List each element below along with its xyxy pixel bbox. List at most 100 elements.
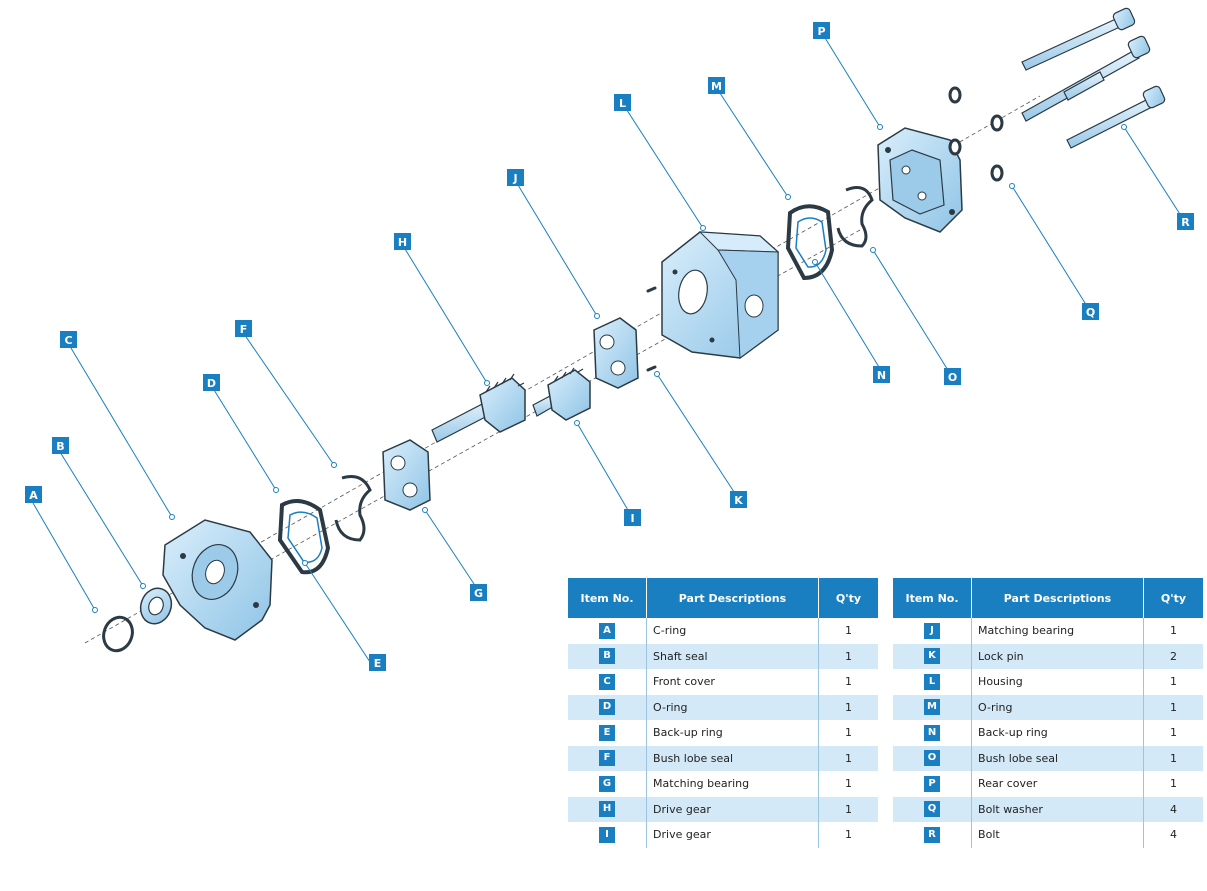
svg-text:E: E [374, 657, 382, 670]
svg-text:D: D [207, 377, 216, 390]
callout-b: B [52, 437, 69, 454]
part-qty: 1 [1143, 694, 1203, 720]
part-description: Back-up ring [646, 720, 819, 746]
item-badge: E [599, 724, 616, 741]
header-item-no: Item No. [893, 578, 973, 618]
item-badge: Q [924, 801, 941, 818]
part-qty: 1 [844, 828, 852, 842]
part-description: Matching bearing [971, 618, 1144, 644]
part-qty: 1 [844, 777, 852, 791]
callout-d: D [203, 374, 220, 391]
callout-h: H [394, 233, 411, 250]
callout-q: Q [1082, 303, 1099, 320]
header-part-descriptions: Part Descriptions [646, 578, 819, 618]
part-qty: 1 [1143, 745, 1203, 771]
part-back-up-ring-front [287, 511, 323, 563]
parts-table-left: Item No. Part Descriptions Q'ty A C-ring 1… [568, 578, 878, 848]
part-o-ring-rear [785, 204, 835, 281]
part-description: Drive gear [646, 796, 819, 822]
part-rear-cover [877, 127, 963, 233]
header-item-no: Item No. [568, 578, 648, 618]
part-description: Lock pin [971, 643, 1144, 669]
part-shaft-seal [139, 587, 173, 625]
svg-text:G: G [474, 587, 483, 600]
item-badge: N [924, 724, 941, 741]
part-description: O-ring [646, 694, 819, 720]
svg-text:I: I [630, 512, 634, 525]
callout-l: L [614, 94, 631, 111]
table-header-row: Item No. Part Descriptions Q'ty [893, 578, 1203, 618]
part-description: Bolt [971, 822, 1144, 848]
svg-text:O: O [948, 371, 957, 384]
part-description: Bush lobe seal [971, 745, 1144, 771]
item-badge: J [924, 622, 941, 639]
callout-c: C [60, 331, 77, 348]
table-row: L Housing 1 [893, 669, 1203, 695]
part-description: Bolt washer [971, 796, 1144, 822]
part-qty: 1 [818, 796, 878, 822]
part-description: Front cover [646, 669, 819, 695]
part-bolts [1021, 7, 1166, 149]
svg-text:J: J [512, 172, 517, 185]
item-badge: L [924, 673, 941, 690]
part-description: Back-up ring [971, 720, 1144, 746]
callout-r: R [1177, 213, 1194, 230]
item-badge: R [924, 826, 941, 843]
part-drive-gear-long [431, 373, 526, 443]
callout-n: N [873, 366, 890, 383]
callout-o: O [944, 368, 961, 385]
table-row: R Bolt 4 [893, 822, 1203, 848]
part-o-ring-front [277, 499, 331, 575]
part-qty: 2 [1143, 643, 1203, 669]
part-qty: 4 [1143, 796, 1203, 822]
header-qty: Q'ty [818, 578, 878, 618]
callout-k: K [730, 491, 747, 508]
parts-table-right: Item No. Part Descriptions Q'ty J Matchin… [893, 578, 1203, 848]
part-matching-bearing-rear [593, 317, 639, 389]
item-badge: K [924, 648, 941, 665]
part-qty: 1 [818, 745, 878, 771]
table-header-row: Item No. Part Descriptions Q'ty [568, 578, 878, 618]
part-front-cover [162, 519, 273, 641]
callout-e: E [369, 654, 386, 671]
callout-p: P [813, 22, 830, 39]
callout-m: M [708, 77, 725, 94]
part-qty: 1 [818, 694, 878, 720]
part-description: Housing [971, 669, 1144, 695]
svg-text:M: M [711, 80, 722, 93]
callout-j: J [507, 169, 524, 186]
part-lock-pins [646, 286, 657, 372]
part-description: Shaft seal [646, 643, 819, 669]
callout-f: F [235, 320, 252, 337]
part-qty: 1 [1169, 726, 1177, 740]
svg-text:H: H [398, 236, 407, 249]
part-qty: 4 [1169, 828, 1177, 842]
item-badge: H [599, 801, 616, 818]
callout-i: I [624, 509, 641, 526]
part-description: O-ring [971, 694, 1144, 720]
part-qty: 1 [1169, 675, 1177, 689]
item-badge: A [599, 622, 616, 639]
part-description: C-ring [646, 618, 819, 644]
svg-text:N: N [877, 369, 886, 382]
callout-g: G [470, 584, 487, 601]
part-description: Bush lobe seal [646, 745, 819, 771]
svg-text:Q: Q [1086, 306, 1095, 319]
table-row: N Back-up ring 1 [893, 720, 1203, 746]
part-back-up-ring-rear [795, 217, 827, 268]
svg-text:F: F [240, 323, 248, 336]
svg-text:C: C [64, 334, 72, 347]
item-badge: M [924, 699, 941, 716]
